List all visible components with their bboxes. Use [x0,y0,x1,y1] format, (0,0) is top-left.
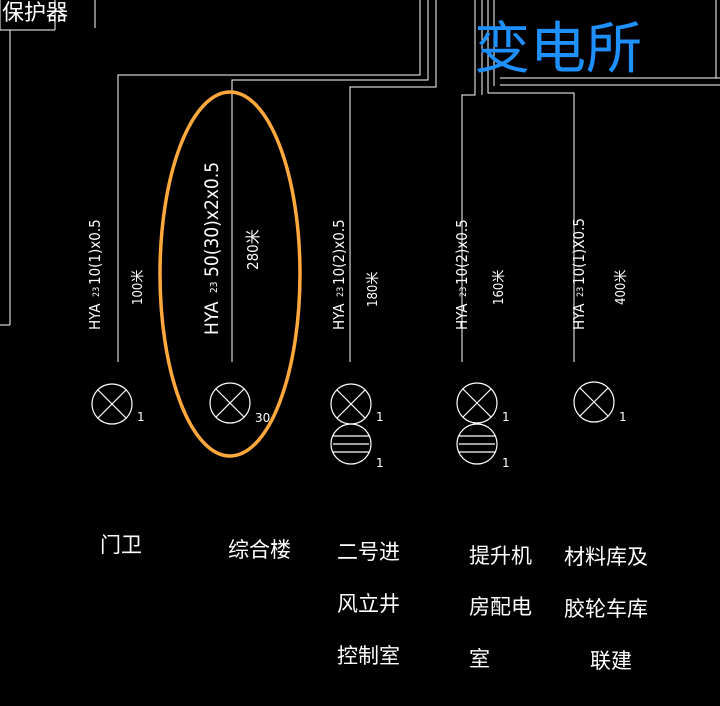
cable-spec: 10(1)x0.5 [86,219,104,285]
location-name-3-line-2: 风立井 [337,592,400,616]
cable-label-4: HYA 23 10(2)x0.5 [453,219,471,330]
lamp-count-3: 1 [376,410,384,424]
lamp-symbol-4 [456,382,498,424]
lamp-symbol-3 [330,383,372,425]
cable-label-3: HYA 23 10(2)x0.5 [330,219,348,330]
lamp-count-4: 1 [502,410,510,424]
cable-spec: 10(2)x0.5 [453,219,471,285]
location-name-4-line-1: 提升机 [469,544,532,568]
feeder-lines [117,0,720,362]
corner-label: 保护器 [2,1,68,26]
lamp-count-2: 30 [255,411,270,425]
location-name-5-line-1: 材料库及 [564,545,648,569]
location-name-1: 门卫 [100,533,142,557]
cable-length-4: 160米 [492,270,507,305]
lamp-symbol-5 [573,381,615,423]
lamp-symbol-1 [91,383,133,425]
cable-length-2: 280米 [244,229,262,270]
location-name-3-line-1: 二号进 [337,540,400,564]
cable-type: HYA [330,303,348,330]
lamp-count-1: 1 [137,410,145,424]
cable-label-1: HYA 23 10(1)x0.5 [86,219,104,330]
location-name-4-line-3: 室 [469,647,490,671]
cable-label-5: HYA 23 10(1)X0.5 [570,218,588,330]
cable-type: HYA [453,303,471,330]
location-name-4-line-2: 房配电 [469,595,532,619]
location-name-5-line-2: 胶轮车库 [564,597,648,621]
cable-spec: 10(2)x0.5 [330,219,348,285]
phone-symbol-3 [330,423,372,465]
phone-count-4: 1 [502,456,510,470]
cable-subscript: 23 [336,287,346,297]
highlight-ellipse [158,90,302,458]
cable-spec: 10(1)X0.5 [570,218,588,285]
phone-count-3: 1 [376,456,384,470]
cable-length-5: 400米 [614,270,629,305]
cable-label-2: HYA 23 50(30)x2x0.5 [201,162,223,335]
cable-type: HYA [86,303,104,330]
cable-type: HYA [201,301,223,335]
location-name-3-line-3: 控制室 [337,644,400,668]
lamp-symbol-2 [209,382,251,424]
cable-type: HYA [570,303,588,330]
location-name-2: 综合楼 [228,538,291,562]
substation-title: 变电所 [474,17,642,82]
phone-symbol-4 [456,423,498,465]
cable-subscript: 23 [576,287,586,297]
lamp-count-5: 1 [619,410,627,424]
cable-length-3: 180米 [366,272,381,307]
frame-lines [0,0,96,326]
cable-subscript: 23 [459,287,469,297]
cable-length-1: 100米 [131,270,146,305]
cable-subscript: 23 [209,282,220,293]
cable-subscript: 23 [92,287,102,297]
cable-spec: 50(30)x2x0.5 [201,162,223,277]
location-name-5-line-3: 联建 [590,649,632,673]
